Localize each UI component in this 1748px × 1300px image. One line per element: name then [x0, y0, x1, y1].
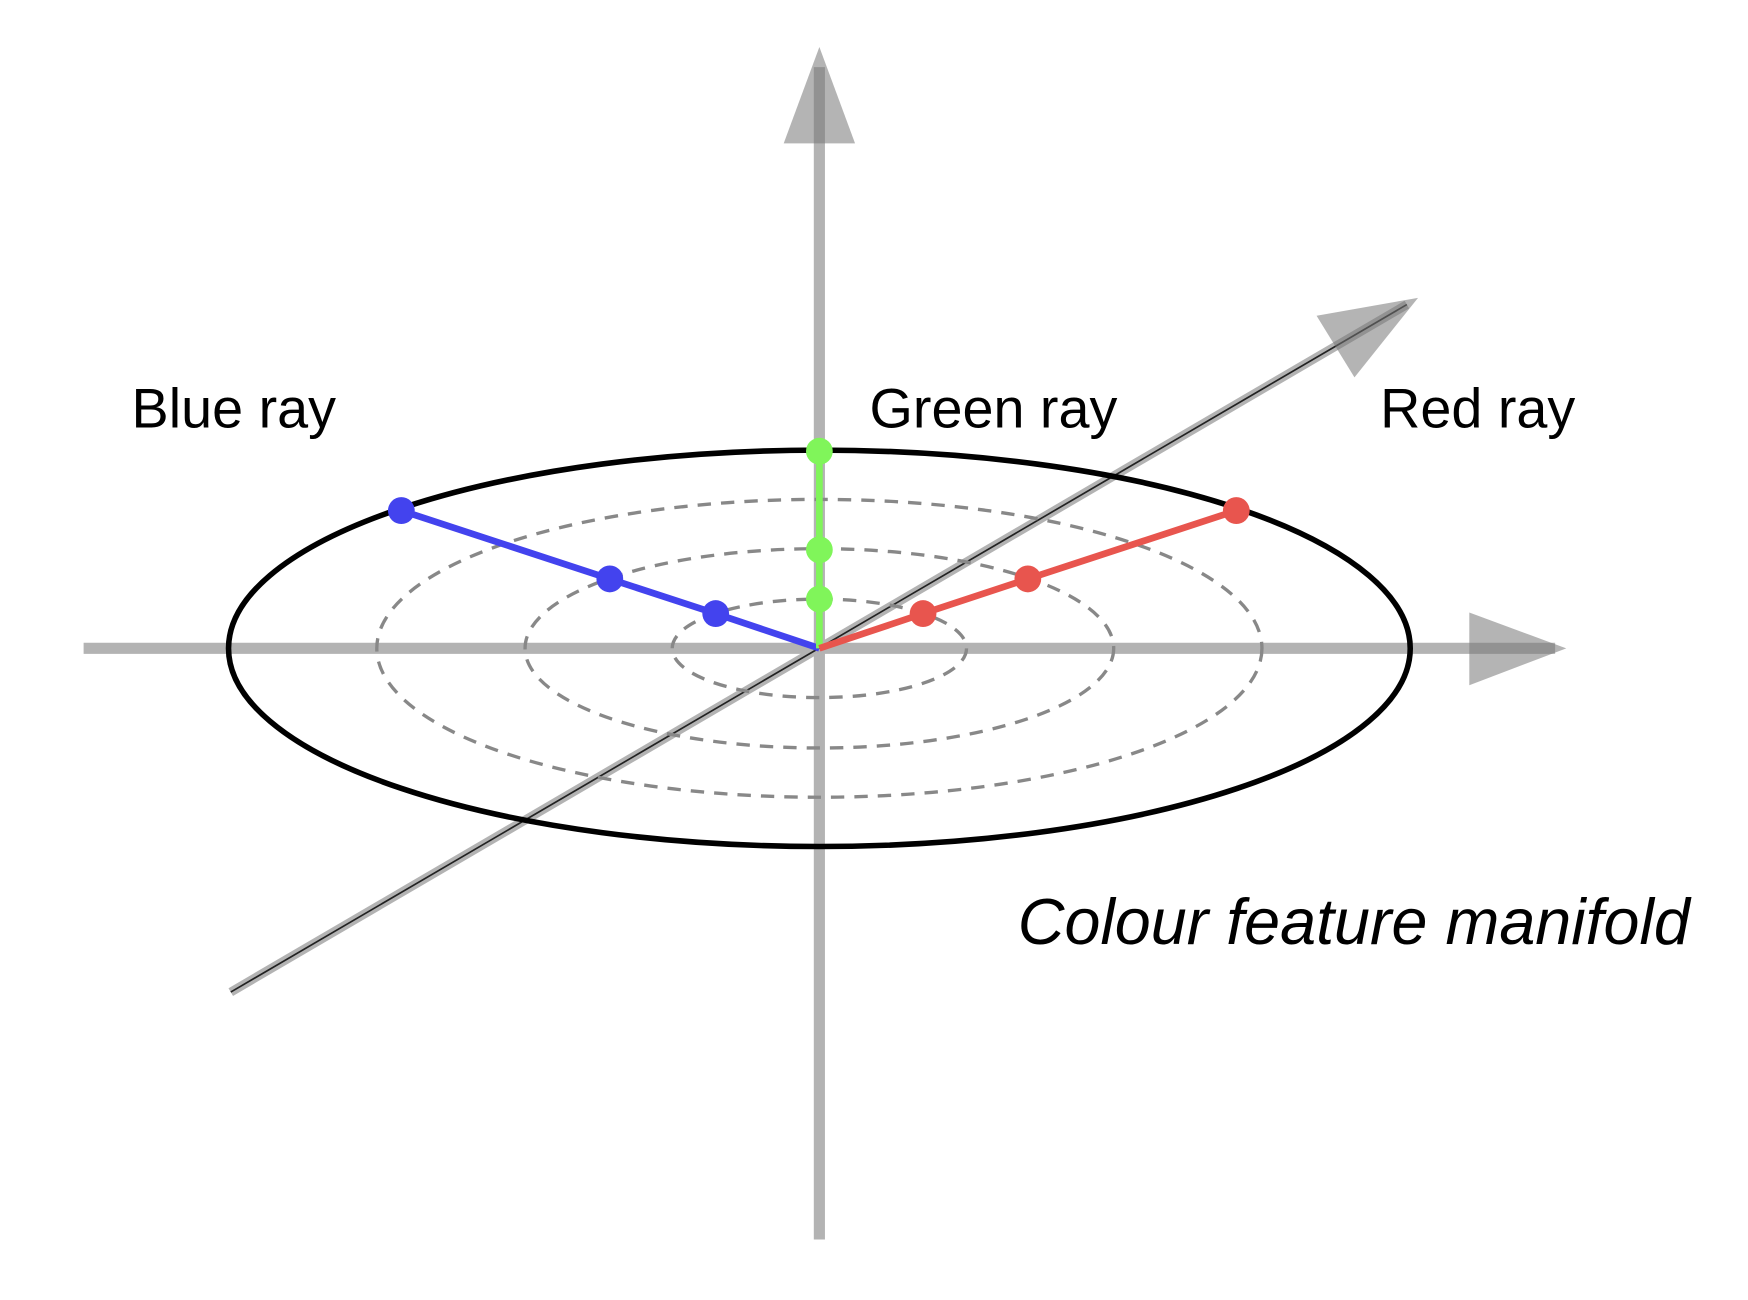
red-ray — [818, 497, 1250, 652]
green-ray — [805, 437, 833, 649]
green-ray-label: Green ray — [870, 377, 1118, 440]
red-ray-label: Red ray — [1380, 377, 1575, 440]
blue-ray-line — [400, 507, 821, 652]
green-ray-point — [805, 585, 833, 613]
green-ray-point — [805, 536, 833, 564]
blue-ray-point — [387, 497, 415, 525]
inner-ring — [670, 597, 969, 700]
manifold-label: Colour feature manifold — [1018, 885, 1692, 958]
vertical-axis-arrowhead — [783, 47, 856, 144]
blue-ray-label: Blue ray — [132, 377, 337, 440]
red-ray-point — [909, 600, 937, 628]
blue-ray-point — [596, 565, 624, 593]
red-ray-line — [818, 507, 1238, 652]
horizontal-axis-arrowhead — [1469, 612, 1567, 686]
red-ray-point — [1014, 565, 1042, 593]
blue-ray — [387, 497, 821, 652]
blue-ray-point — [702, 600, 730, 628]
red-ray-point — [1222, 497, 1250, 525]
depth-axis-arrowhead — [1316, 297, 1419, 378]
green-ray-point — [805, 437, 833, 465]
